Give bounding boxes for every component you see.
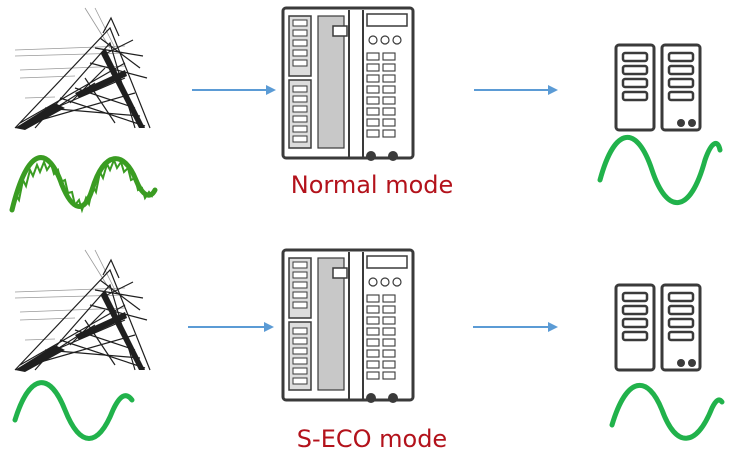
clean-sine-wave: [609, 382, 725, 441]
mode-label: S-ECO mode: [297, 425, 447, 453]
power-tower-icon: [14, 249, 151, 373]
clean-sine-wave: [12, 380, 135, 441]
mode-label: Normal mode: [291, 171, 454, 199]
ups-cabinet-icon: [281, 248, 415, 405]
ups-cabinet-icon: [281, 6, 415, 163]
distorted-sine-noise: [11, 157, 156, 214]
server-rack-icon: [614, 43, 702, 132]
distorted-sine-wave: [9, 155, 158, 213]
clean-sine-wave: [597, 135, 723, 205]
server-rack-icon: [614, 283, 702, 372]
power-tower-icon: [14, 7, 151, 131]
